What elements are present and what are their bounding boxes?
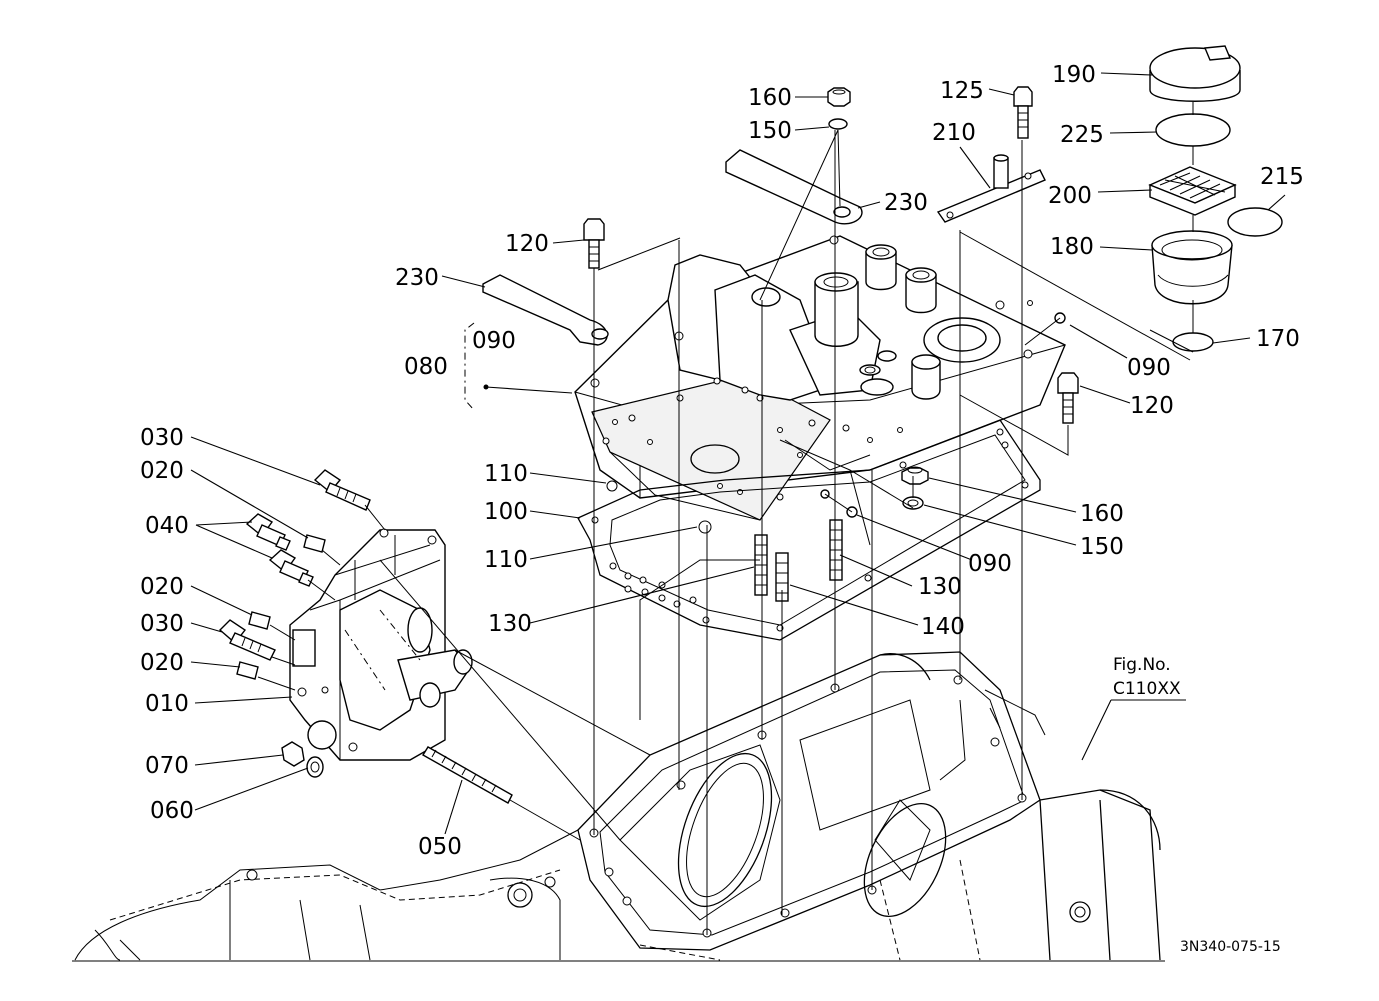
label-150-top: 150 (748, 118, 792, 144)
drawing-code: 3N340-075-15 (1180, 939, 1281, 955)
label-170: 170 (1256, 326, 1300, 352)
label-140: 140 (921, 614, 965, 640)
figure-number-label: Fig.No. (1113, 655, 1171, 675)
label-110-top: 110 (484, 461, 528, 487)
bolt-125 (1013, 86, 1033, 139)
nut-070 (281, 741, 305, 767)
filter-element-200 (1148, 166, 1237, 216)
figure-number-code: C110XX (1113, 679, 1181, 699)
plug-020-top (303, 534, 326, 553)
fitting-040-a (245, 513, 291, 551)
bolt-120-right (1057, 372, 1079, 424)
label-200: 200 (1048, 183, 1092, 209)
label-030-mid: 030 (140, 611, 184, 637)
valve-body-080 (574, 235, 1066, 521)
label-010: 010 (145, 691, 189, 717)
label-160-top: 160 (748, 85, 792, 111)
control-valve-010 (289, 528, 473, 761)
label-190: 190 (1052, 62, 1096, 88)
plug-020-mid (248, 611, 271, 630)
strap-230-left (482, 274, 609, 346)
label-120-left: 120 (505, 231, 549, 257)
label-180: 180 (1050, 234, 1094, 260)
label-125: 125 (940, 78, 984, 104)
stud-bolts-130-140 (754, 519, 843, 602)
label-090-mid: 090 (968, 551, 1012, 577)
label-090-bracket: 090 (472, 328, 516, 354)
plug-020-bot (236, 661, 259, 680)
stud-050 (422, 746, 513, 804)
label-215: 215 (1260, 164, 1304, 190)
cap-190 (1149, 45, 1241, 102)
fitting-040-b (268, 549, 314, 587)
disc-215 (1227, 207, 1283, 237)
label-130-right: 130 (918, 574, 962, 600)
transmission-case (74, 651, 1161, 961)
filter-cup-180 (1151, 230, 1233, 305)
label-070: 070 (145, 753, 189, 779)
lever-210 (936, 154, 1046, 223)
label-225: 225 (1060, 122, 1104, 148)
label-230-right: 230 (884, 190, 928, 216)
label-100: 100 (484, 499, 528, 525)
bolt-030-top (313, 469, 371, 511)
label-150-mid: 150 (1080, 534, 1124, 560)
leader-lines (190, 72, 1286, 835)
label-020-mid: 020 (140, 574, 184, 600)
washer-150-top (828, 118, 848, 130)
part-labels: 190 125 160 150 210 225 230 200 215 120 … (140, 62, 1304, 860)
bolt-120-left (583, 218, 605, 269)
assembly-bracket-080 (464, 322, 475, 411)
o-ring-170 (1172, 332, 1214, 352)
label-230-left: 230 (395, 265, 439, 291)
bolt-030-mid (218, 619, 276, 661)
label-130-left: 130 (488, 611, 532, 637)
label-020-bot: 020 (140, 650, 184, 676)
label-030-top: 030 (140, 425, 184, 451)
label-110-bot: 110 (484, 547, 528, 573)
washer-060 (306, 756, 324, 778)
label-160-mid: 160 (1080, 501, 1124, 527)
label-090-right: 090 (1127, 355, 1171, 381)
gasket-100 (577, 419, 1041, 641)
label-020-top: 020 (140, 458, 184, 484)
label-050: 050 (418, 834, 462, 860)
disc-225 (1155, 113, 1231, 147)
label-060: 060 (150, 798, 194, 824)
strap-230-right (725, 149, 863, 225)
nut-washer-mid (901, 466, 929, 510)
nut-160-top (827, 87, 851, 107)
label-120-right: 120 (1130, 393, 1174, 419)
assembly-centerlines (257, 102, 1194, 935)
label-210: 210 (932, 120, 976, 146)
label-040: 040 (145, 513, 189, 539)
label-080: 080 (404, 354, 448, 380)
